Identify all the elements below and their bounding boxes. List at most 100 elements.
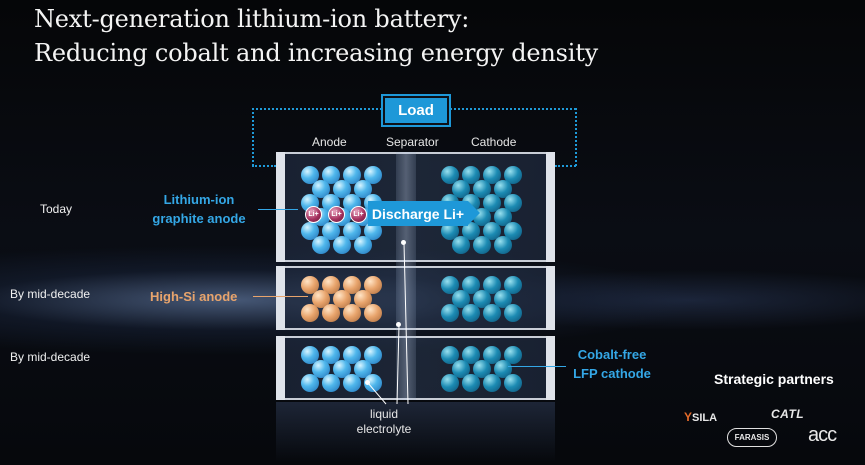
cathode-particle [493,290,512,308]
cathode-particle [483,166,501,184]
silicon-anode-particle [301,276,319,294]
electrolyte-dot-3 [365,380,370,385]
lfp-cathode-particle [441,346,459,364]
cathode-particle [504,166,522,184]
load-wire-right-vertical [575,108,577,166]
cell-terminal-right [546,152,555,262]
lfp-cathode-particle [504,346,522,364]
graphite-anode-particle [332,236,351,254]
cathode-particle [483,276,501,294]
cathode-particle [472,236,491,254]
graphite-anode-particle [311,236,330,254]
electrolyte-dot-1 [401,240,406,245]
cell-terminal-left [276,152,285,262]
graphite-anode-particle [364,166,382,184]
lfp-cathode-particle [441,374,459,392]
cell-terminal-left [276,336,285,400]
column-header-cathode: Cathode [471,135,517,149]
load-wire-right-horizontal [446,108,576,110]
graphite-anode-particle [353,236,372,254]
graphite-anode-particle [322,374,340,392]
graphite-anode-particle [301,166,319,184]
strategic-partners-heading: Strategic partners [714,371,834,387]
cathode-particle [462,166,480,184]
sila-logo: YSILA [684,410,718,424]
slide-title-line-2: Reducing cobalt and increasing energy de… [34,39,599,67]
lfp-cathode-particle [504,374,522,392]
electrolyte-label-line-2: electrolyte [356,422,412,436]
graphite-anode-particle [353,360,372,378]
cell-terminal-right [546,336,555,400]
lfp-cathode-particle [451,360,470,378]
graphite-anode-particle [353,180,372,198]
cathode-particle [472,290,491,308]
load-wire-right-stub [555,165,576,167]
silicon-anode-particle [343,276,361,294]
load-box: Load [383,96,449,125]
callout-line-high-si [253,296,308,297]
cathode-particle [483,194,501,212]
sila-logo-text: SILA [692,412,718,424]
electrolyte-dot-2 [396,322,401,327]
load-wire-left-vertical [252,108,254,166]
silicon-anode-particle [322,304,340,322]
silicon-anode-particle [364,276,382,294]
graphite-anode-particle [343,166,361,184]
cathode-particle [441,304,459,322]
cathode-particle [441,222,459,240]
cathode-particle [451,180,470,198]
cathode-particle [504,222,522,240]
electrolyte-label: liquid electrolyte [346,407,422,437]
load-wire-left-stub [252,165,276,167]
cathode-particle [493,180,512,198]
acc-logo: acc [808,424,837,446]
silicon-anode-particle [332,290,351,308]
cathode-particle [441,166,459,184]
silicon-anode-particle [353,290,372,308]
column-header-anode: Anode [312,135,347,149]
cathode-particle [462,304,480,322]
lfp-cathode-particle [462,374,480,392]
callout-high-si-anode: High-Si anode [150,289,238,304]
graphite-anode-particle [301,346,319,364]
callout-line-graphite [258,209,298,210]
row-label-today: Today [40,202,73,216]
graphite-anode-particle [301,374,319,392]
silicon-anode-particle [311,290,330,308]
graphite-anode-particle [343,374,361,392]
lithium-ion-1: Li+ [305,206,322,223]
cathode-particle [504,276,522,294]
graphite-anode-particle [343,222,361,240]
cathode-particle [483,304,501,322]
silicon-anode-particle [343,304,361,322]
cathode-particle [483,222,501,240]
lithium-ion-3: Li+ [350,206,367,223]
cathode-particle [441,276,459,294]
graphite-anode-particle [364,222,382,240]
graphite-anode-particle [301,222,319,240]
callout-lfp-cathode-line-1: Cobalt-free [577,347,647,362]
load-wire-left-horizontal [252,108,382,110]
callout-graphite-anode-line-1: Lithium-ion [163,192,235,207]
catl-logo: CATL [771,407,805,421]
cell-terminal-left [276,266,285,330]
cathode-particle [462,276,480,294]
graphite-anode-particle [332,360,351,378]
cell-reflection [276,402,555,462]
slide-title-line-1: Next-generation lithium-ion battery: [34,5,470,33]
callout-graphite-anode-line-2: graphite anode [152,211,246,226]
row-label-mid-decade-2: By mid-decade [10,350,91,364]
callout-graphite-anode: Lithium-ion graphite anode [140,190,258,228]
graphite-anode-particle [322,346,340,364]
graphite-anode-particle [364,346,382,364]
lfp-cathode-particle [483,346,501,364]
lfp-cathode-particle [483,374,501,392]
cathode-particle [493,236,512,254]
lfp-cathode-particle [493,360,512,378]
graphite-anode-particle [311,360,330,378]
cathode-particle [451,236,470,254]
discharge-arrow: Discharge Li+ [368,201,480,226]
cathode-particle [504,194,522,212]
graphite-anode-particle [322,166,340,184]
